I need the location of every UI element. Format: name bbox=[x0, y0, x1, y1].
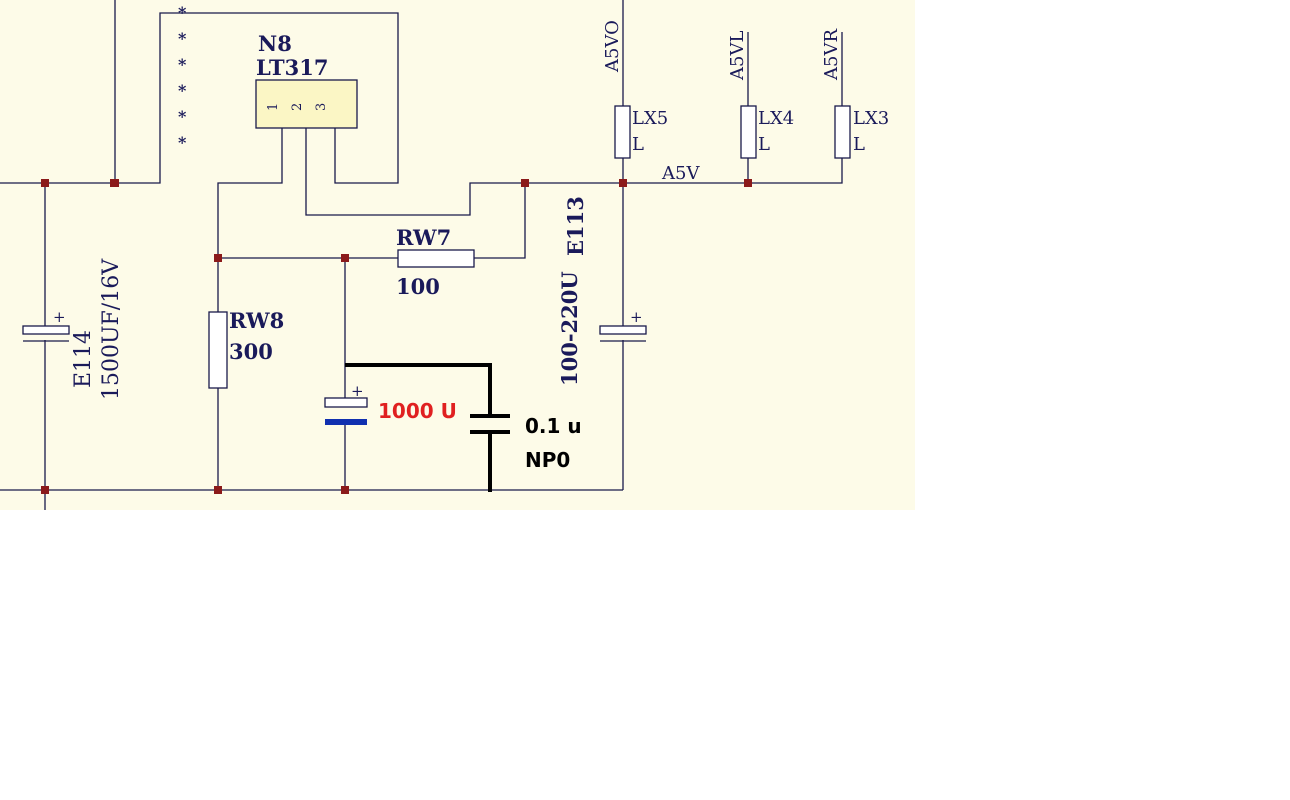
added-wires bbox=[345, 363, 510, 492]
added-wire-top bbox=[345, 363, 492, 415]
capacitor-e113: + 100-220U E113 bbox=[557, 196, 647, 386]
inductor-lx3: LX3 L bbox=[834, 105, 889, 159]
inductor-lx3-body bbox=[834, 105, 851, 159]
regulator-part: LT317 bbox=[256, 55, 329, 80]
star-mark: * bbox=[178, 81, 187, 100]
resistor-rw8-designator: RW8 bbox=[229, 308, 284, 333]
regulator-n8: N8 LT317 1 2 3 bbox=[255, 31, 358, 129]
junction-dot bbox=[341, 254, 349, 262]
capacitor-added-plate-top bbox=[324, 397, 368, 408]
capacitor-e113-value: 100-220U bbox=[557, 271, 582, 386]
junction-dot bbox=[214, 254, 222, 262]
wires bbox=[0, 0, 843, 510]
regulator-pin-1: 1 bbox=[266, 103, 281, 111]
net-labels: A5V A5VO A5VL A5VR bbox=[602, 20, 842, 184]
capacitor-e114-plate-top bbox=[22, 325, 70, 335]
junction-dot bbox=[41, 179, 49, 187]
wire-pin1 bbox=[217, 128, 283, 312]
junction-dot bbox=[619, 179, 627, 187]
regulator-designator: N8 bbox=[258, 31, 292, 56]
resistor-rw8: RW8 300 bbox=[208, 308, 284, 389]
capacitor-nonpolar-labels: 0.1 u NP0 bbox=[525, 414, 582, 472]
wire-a5v-bus bbox=[623, 158, 843, 184]
regulator-pin-3: 3 bbox=[314, 103, 329, 111]
capacitor-nonpolar-dielectric: NP0 bbox=[525, 448, 570, 472]
inductor-lx5-designator: LX5 bbox=[632, 108, 668, 129]
inductor-lx5-value: L bbox=[632, 134, 644, 155]
capacitor-added-plate-bottom bbox=[325, 419, 367, 425]
capacitor-e113-polarity: + bbox=[630, 308, 643, 326]
capacitor-nonpolar-value: 0.1 u bbox=[525, 414, 582, 438]
capacitor-added-value: 1000 U bbox=[378, 399, 457, 423]
star-mark: * bbox=[178, 29, 187, 48]
junctions bbox=[41, 179, 752, 494]
star-mark: * bbox=[178, 3, 187, 22]
capacitor-added-polarity: + bbox=[351, 382, 364, 400]
star-marks: * * * * * * bbox=[178, 3, 187, 152]
junction-dot bbox=[214, 486, 222, 494]
resistor-rw7-value: 100 bbox=[396, 274, 440, 299]
resistor-rw7: RW7 100 bbox=[396, 225, 475, 299]
capacitor-added-1000u: + 1000 U bbox=[324, 382, 457, 425]
inductor-lx4-designator: LX4 bbox=[758, 108, 794, 129]
junction-dot bbox=[341, 486, 349, 494]
capacitor-e114-designator: E114 bbox=[71, 330, 96, 388]
junction-dot bbox=[41, 486, 49, 494]
capacitor-e114-value: 1500UF/16V bbox=[99, 258, 124, 400]
regulator-body bbox=[255, 79, 358, 129]
net-label-a5vr: A5VR bbox=[821, 29, 842, 81]
junction-dot bbox=[521, 179, 529, 187]
capacitor-e113-plate-top bbox=[599, 325, 647, 335]
inductor-lx5-body bbox=[614, 105, 631, 159]
resistor-rw8-value: 300 bbox=[229, 339, 273, 364]
regulator-pin-2: 2 bbox=[290, 103, 305, 111]
resistor-rw7-designator: RW7 bbox=[396, 225, 451, 250]
net-label-a5vl: A5VL bbox=[727, 31, 748, 81]
capacitor-e114-polarity: + bbox=[53, 308, 66, 326]
schematic-diagram: N8 LT317 1 2 3 * * * * * * + E114 1500UF… bbox=[0, 0, 915, 510]
capacitor-e114: + E114 1500UF/16V bbox=[22, 258, 124, 400]
capacitor-e113-designator: E113 bbox=[563, 196, 588, 256]
inductor-lx4: LX4 L bbox=[740, 105, 794, 159]
inductor-lx4-value: L bbox=[758, 134, 770, 155]
inductor-lx5: LX5 L bbox=[614, 105, 668, 159]
junction-dot bbox=[110, 179, 119, 187]
resistor-rw8-body bbox=[208, 311, 228, 389]
star-mark: * bbox=[178, 55, 187, 74]
wire-input-rail bbox=[0, 12, 399, 184]
net-label-a5v: A5V bbox=[661, 163, 700, 184]
wire-rw7-right bbox=[474, 183, 526, 259]
inductor-lx4-body bbox=[740, 105, 757, 159]
inductor-lx3-designator: LX3 bbox=[853, 108, 889, 129]
star-mark: * bbox=[178, 133, 187, 152]
resistor-rw7-body bbox=[397, 249, 475, 268]
junction-dot bbox=[744, 179, 752, 187]
net-label-a5vo: A5VO bbox=[602, 20, 623, 73]
star-mark: * bbox=[178, 107, 187, 126]
inductor-lx3-value: L bbox=[853, 134, 865, 155]
